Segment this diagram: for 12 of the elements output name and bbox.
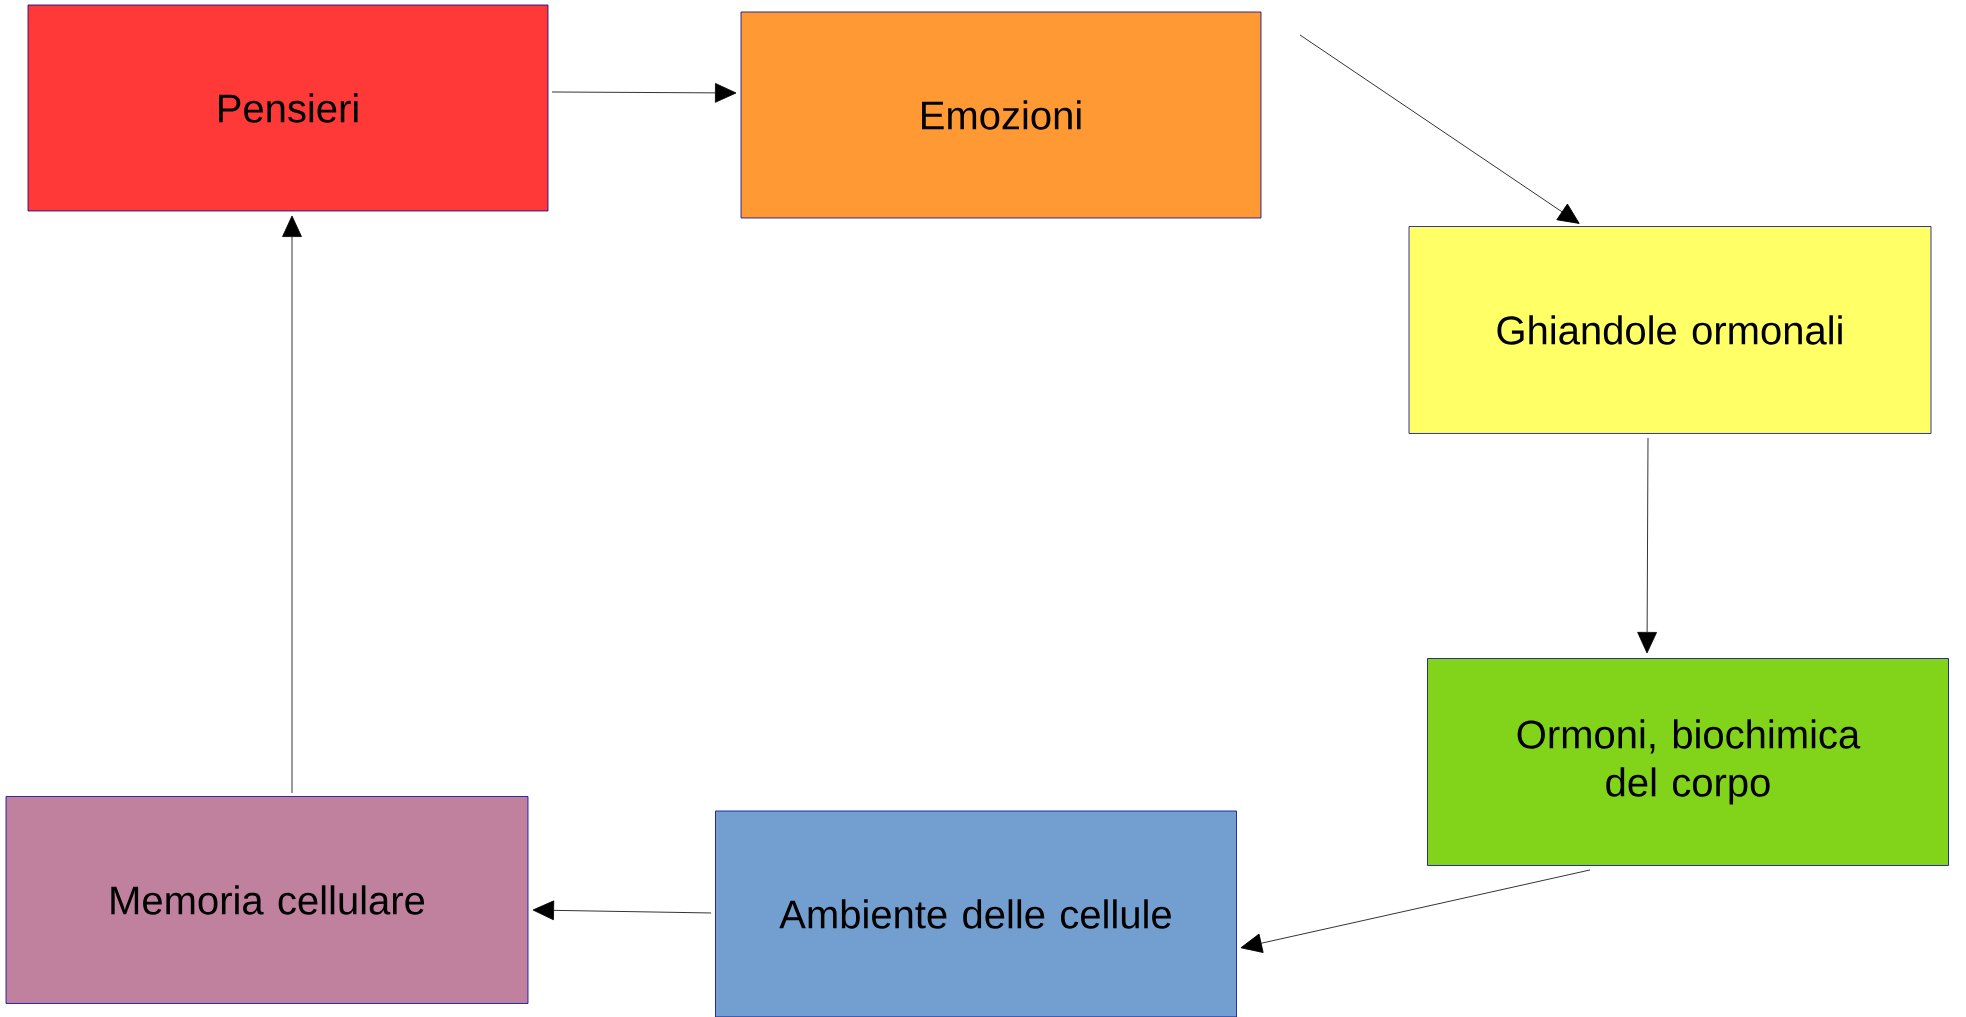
process-box: Emozioni — [740, 11, 1262, 219]
process-box: Ambiente delle cellule — [715, 810, 1237, 1017]
process-box: Ormoni, biochimica del corpo — [1427, 658, 1949, 866]
arrow — [1637, 437, 1657, 654]
process-box: Memoria cellulare — [5, 796, 529, 1004]
process-box: Pensieri — [27, 4, 549, 212]
arrow — [1299, 34, 1580, 224]
arrow — [551, 83, 737, 103]
arrow — [1240, 869, 1591, 953]
process-box: Ghiandole ormonali — [1408, 226, 1932, 434]
arrow — [282, 215, 302, 794]
arrow — [532, 900, 712, 921]
